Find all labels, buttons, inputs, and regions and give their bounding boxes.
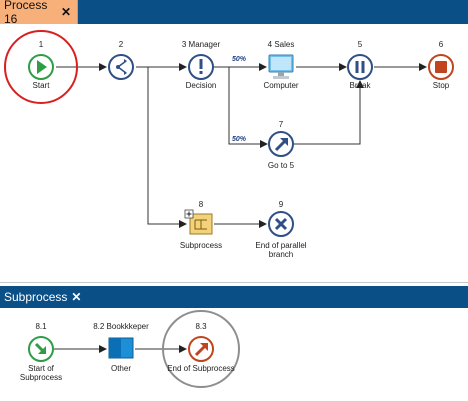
parallel-split-icon[interactable] (108, 54, 134, 80)
close-icon[interactable]: ✕ (60, 5, 71, 19)
computer-icon[interactable] (268, 54, 294, 79)
node-5-number: 5 (357, 40, 363, 49)
selection-highlight-gray (162, 310, 240, 388)
node-82-label: Other (110, 364, 131, 373)
subprocess-icon[interactable] (184, 209, 213, 235)
edge-7-5[interactable] (294, 80, 364, 145)
node-4-label: Computer (263, 81, 299, 90)
node-81-label-line2: Subprocess (19, 373, 63, 382)
edge-2-8[interactable] (136, 66, 187, 228)
process-tab-bar: Process 16 ✕ (0, 0, 468, 26)
node-6-number: 6 (438, 40, 444, 49)
start-subprocess-icon[interactable] (28, 336, 54, 362)
close-icon[interactable]: ✕ (71, 290, 82, 304)
process-diagram (4, 30, 454, 237)
tab-subprocess-title: Subprocess (4, 290, 68, 304)
node-1-number: 1 (38, 40, 44, 49)
pause-icon[interactable] (347, 54, 373, 80)
decision-icon[interactable] (188, 54, 214, 80)
start-event-icon[interactable] (28, 54, 54, 80)
node-8-number: 8 (198, 200, 204, 209)
node-81-label-line1: Start of (28, 364, 54, 373)
node-6-label: Stop (432, 81, 450, 90)
stop-icon[interactable] (428, 54, 454, 80)
node-7-number: 7 (278, 120, 284, 129)
node-9-number: 9 (278, 200, 284, 209)
node-83-number: 8.3 (195, 322, 207, 331)
edge-percent-lower: 50% (232, 136, 247, 143)
edge-3-7[interactable] (214, 66, 268, 148)
panel-divider (0, 282, 468, 283)
subprocess-tab-bar: Subprocess ✕ (0, 286, 468, 308)
node-7-label: Go to 5 (267, 161, 295, 170)
node-5-label: Break (349, 81, 371, 90)
node-8-label: Subprocess (179, 241, 223, 250)
tab-process-title: Process 16 (4, 0, 48, 26)
selection-highlight-red (4, 30, 78, 104)
node-3-label: Decision (185, 81, 217, 90)
node-9-label-line1: End of parallel (255, 241, 307, 250)
node-3-number: 3 Manager (181, 40, 221, 49)
node-82-number: 8.2 Bookkkeper (93, 322, 149, 331)
node-9-label-line2: branch (268, 250, 294, 259)
edge-percent-upper: 50% (232, 56, 247, 63)
tab-process-16[interactable]: Process 16 ✕ (0, 0, 78, 26)
node-1-label: Start (32, 81, 50, 90)
node-2-number: 2 (118, 40, 124, 49)
node-4-number: 4 Sales (267, 40, 295, 49)
goto-arrow-icon[interactable] (268, 131, 294, 157)
end-parallel-branch-icon[interactable] (268, 211, 294, 237)
subprocess-diagram (28, 310, 240, 388)
tab-subprocess[interactable]: Subprocess ✕ (0, 286, 468, 308)
other-task-icon[interactable] (108, 337, 134, 359)
node-81-number: 8.1 (35, 322, 47, 331)
end-subprocess-icon[interactable] (188, 336, 214, 362)
node-83-label: End of Subprocess (167, 364, 235, 373)
